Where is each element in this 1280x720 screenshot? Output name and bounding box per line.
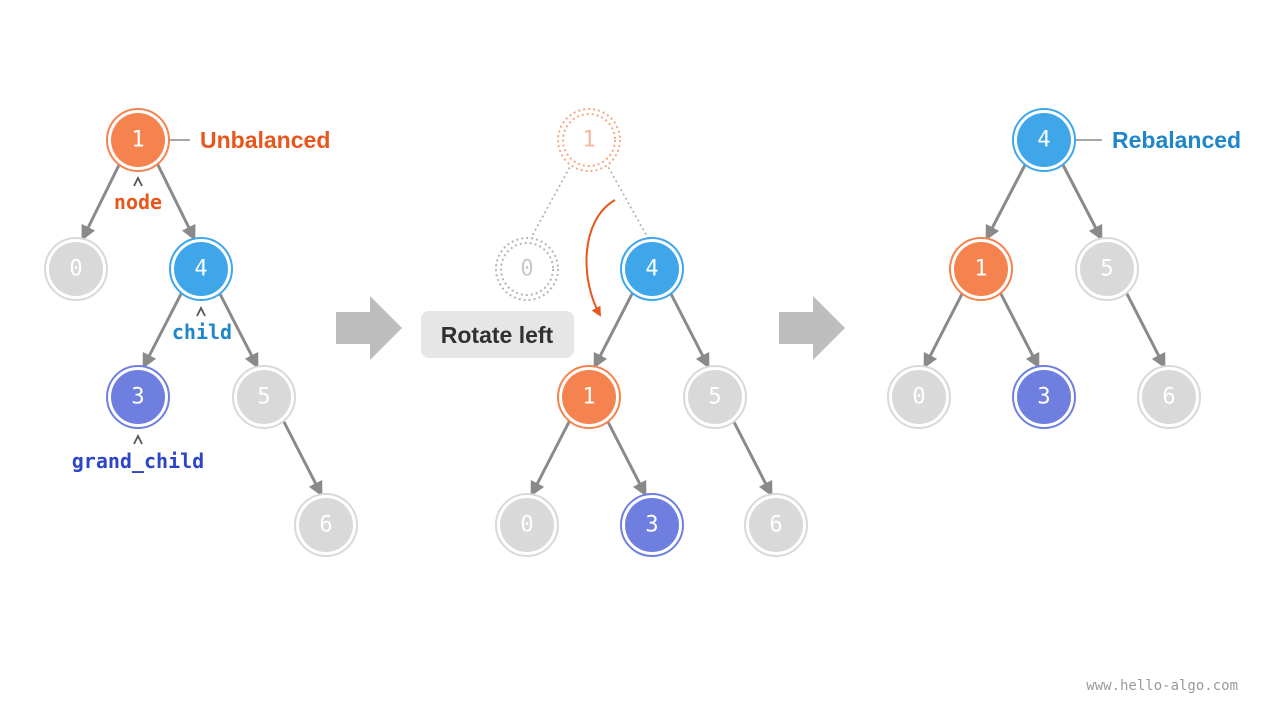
svg-text:0: 0 [912,385,925,410]
panel-before: 1 0 4 3 5 6 Unbalanced node [44,108,358,557]
tree-node: 4 [620,237,684,301]
tree-edge [1124,291,1166,369]
svg-text:1: 1 [582,128,595,153]
pointer-caret-grand-child [133,433,143,445]
svg-text:Rotate left: Rotate left [441,322,554,348]
svg-text:3: 3 [645,513,658,538]
svg-text:3: 3 [1037,385,1050,410]
tree-edge-removed [605,162,649,239]
tree-edge [668,291,710,369]
status-label-rebalanced: Rebalanced [1112,127,1241,153]
svg-text:4: 4 [1037,128,1050,153]
tree-node: 6 [744,493,808,557]
svg-text:4: 4 [645,257,658,282]
svg-text:4: 4 [194,257,207,282]
svg-text:0: 0 [69,257,82,282]
svg-text:1: 1 [974,257,987,282]
tree-node: 4 [1012,108,1076,172]
tree-node-faded: 0 [495,237,559,301]
tree-node: 6 [294,493,358,557]
tree-edge [605,419,647,497]
pointer-caret-node [133,175,143,187]
panel-during: 1 0 4 1 5 0 3 [421,108,808,557]
tree-node-faded: 1 [557,108,621,172]
svg-text:5: 5 [708,385,721,410]
tree-node: 1 [557,365,621,429]
tree-node: 5 [683,365,747,429]
tree-edge [998,291,1040,369]
pointer-label-child: child [172,320,232,344]
svg-text:3: 3 [131,385,144,410]
step-arrow-icon [336,296,402,360]
watermark: www.hello-algo.com [1086,678,1238,694]
pointer-label-grand-child: grand_child [72,449,204,473]
pointer-caret-child [196,305,206,317]
tree-edge [923,291,965,369]
tree-edge [1060,162,1103,241]
tree-node: 6 [1137,365,1201,429]
svg-text:6: 6 [319,513,332,538]
tree-node: 3 [1012,365,1076,429]
tree-edge [530,419,572,497]
tree-edge [81,162,122,241]
tree-node: 5 [232,365,296,429]
svg-text:6: 6 [1162,385,1175,410]
svg-text:1: 1 [131,128,144,153]
tree-edge [155,162,196,241]
tree-edge [142,291,184,369]
tree-edge [731,419,773,497]
tree-edge [985,162,1028,241]
tree-node: 3 [620,493,684,557]
tree-node: 5 [1075,237,1139,301]
tree-edge [217,291,259,369]
panel-after: 4 1 5 0 3 6 Rebalanced [887,108,1241,429]
tree-node: 1 [106,108,170,172]
step-arrow-icon [779,296,845,360]
svg-text:6: 6 [769,513,782,538]
tree-node: 3 [106,365,170,429]
svg-text:1: 1 [582,385,595,410]
svg-text:5: 5 [1100,257,1113,282]
tree-node: 4 [169,237,233,301]
status-label-unbalanced: Unbalanced [200,127,330,153]
svg-text:5: 5 [257,385,270,410]
svg-text:0: 0 [520,513,533,538]
pointer-label-node: node [114,190,162,214]
tree-edge [593,291,635,369]
svg-text:0: 0 [520,257,533,282]
rotation-arrow-icon [585,199,616,317]
tree-node: 1 [949,237,1013,301]
tree-edge [281,419,323,497]
tree-node: 0 [495,493,559,557]
tree-node: 0 [887,365,951,429]
tree-node: 0 [44,237,108,301]
rotate-left-label: Rotate left [421,311,574,358]
tree-edge-removed [530,162,573,239]
